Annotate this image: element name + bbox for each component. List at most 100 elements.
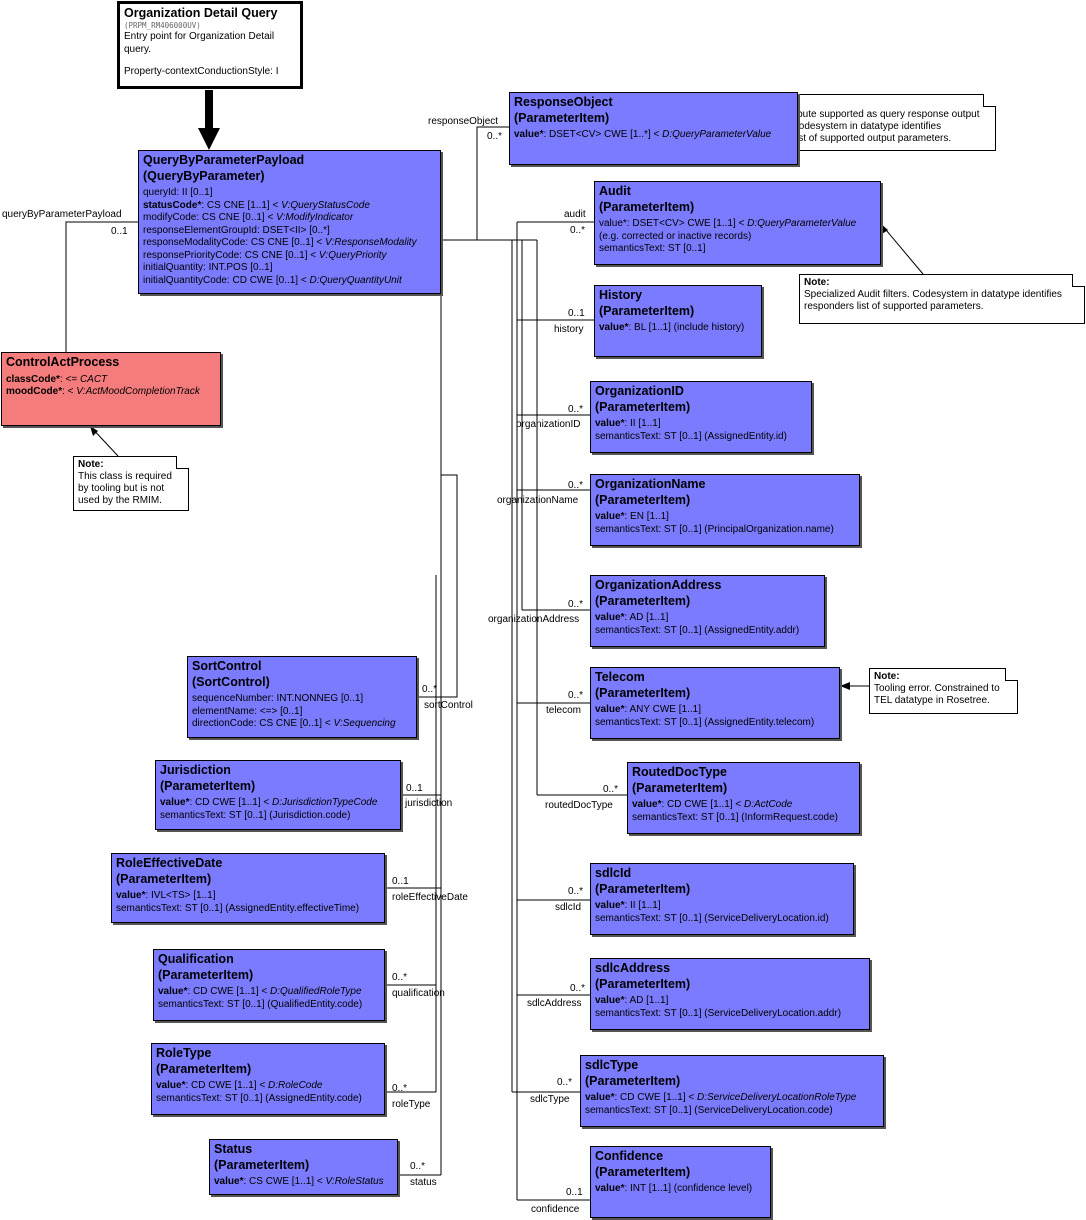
- telecom-class: Telecom (ParameterItem) value*: ANY CWE …: [590, 667, 840, 739]
- attribute-list: value*: CD CWE [1..1] < D:QualifiedRoleT…: [158, 986, 380, 1011]
- note-control-act: Note: This class is required by tooling …: [73, 456, 189, 511]
- role-label: telecom: [546, 705, 582, 716]
- class-type: (ParameterItem): [595, 399, 691, 414]
- attribute-list: value*: CD CWE [1..1] < D:RoleCode seman…: [156, 1080, 380, 1105]
- role-label: status: [410, 1177, 437, 1188]
- role-label: sdlcId: [555, 902, 582, 913]
- attribute-list: value*: CD CWE [1..1] < D:ServiceDeliver…: [585, 1092, 879, 1117]
- class-name: Status: [214, 1142, 253, 1156]
- control-act-process-class: ControlActProcess classCode*: <= CACT mo…: [1, 352, 221, 426]
- class-name: Jurisdiction: [160, 763, 231, 777]
- class-name: QueryByParameterPayload: [143, 153, 305, 167]
- attribute: semanticsText: ST [0..1] (QualifiedEntit…: [158, 998, 363, 1010]
- attribute: value*: BL [1..1] (include history): [599, 322, 745, 333]
- confidence-class: Confidence (ParameterItem) value*: INT […: [590, 1146, 771, 1218]
- attribute: semanticsText: ST [0..1] (AssignedEntity…: [595, 716, 815, 728]
- class-name: RoleType: [156, 1046, 212, 1060]
- cardinality-label: 0..*: [568, 404, 584, 415]
- organization-id-class: OrganizationID (ParameterItem) value*: I…: [590, 381, 812, 453]
- cardinality-label: 0..*: [392, 1083, 408, 1094]
- attribute-list: value*: DSET<CV> CWE [1..*] < D:QueryPar…: [514, 129, 793, 142]
- cardinality-label: 0..1: [566, 1187, 583, 1198]
- attribute: value*: DSET<CV> CWE [1..1] < D:QueryPar…: [599, 218, 857, 229]
- attribute: initialQuantity: INT.POS [0..1]: [143, 262, 273, 273]
- attribute: semanticsText: ST [0..1] (AssignedEntity…: [595, 624, 800, 636]
- organization-address-class: OrganizationAddress (ParameterItem) valu…: [590, 575, 825, 647]
- class-name: ResponseObject: [514, 95, 613, 109]
- class-type: (QueryByParameter): [143, 168, 265, 183]
- attribute-list: value*: CD CWE [1..1] < D:ActCode semant…: [632, 799, 855, 824]
- attribute: statusCode*: CS CNE [1..1] < V:QueryStat…: [143, 199, 370, 211]
- class-name: sdlcAddress: [595, 961, 671, 975]
- attribute-list: value*: INT [1..1] (confidence level): [595, 1183, 766, 1196]
- history-class: History (ParameterItem) value*: BL [1..1…: [594, 285, 762, 357]
- attribute: semanticsText: ST [0..1] (PrincipalOrgan…: [595, 523, 834, 535]
- cardinality-label: 0..*: [410, 1161, 426, 1172]
- attribute: value*: CD CWE [1..1] < D:ServiceDeliver…: [585, 1092, 857, 1103]
- note-telecom: Note: Tooling error. Constrained to TEL …: [869, 668, 1018, 714]
- attribute-list: value*: BL [1..1] (include history): [599, 322, 757, 335]
- class-type: (ParameterItem): [158, 967, 254, 982]
- attribute-list: queryId: II [0..1] statusCode*: CS CNE […: [143, 187, 436, 287]
- cardinality-label: 0..*: [568, 480, 584, 491]
- class-type: (ParameterItem): [599, 199, 695, 214]
- class-type: (ParameterItem): [595, 492, 691, 507]
- attribute: directionCode: CS CNE [0..1] < V:Sequenc…: [192, 718, 396, 729]
- attribute: semanticsText: ST [0..1] (ServiceDeliver…: [595, 912, 829, 924]
- role-label: history: [554, 324, 584, 335]
- cardinality-label: 0..*: [392, 972, 408, 983]
- role-label: queryByParameterPayload: [2, 209, 122, 220]
- class-type: (ParameterItem): [160, 778, 256, 793]
- attribute-list: classCode*: <= CACT moodCode*: < V:ActMo…: [6, 374, 216, 399]
- attribute: value*: CS CWE [1..1] < V:RoleStatus: [214, 1176, 384, 1187]
- attribute: value*: CD CWE [1..1] < D:QualifiedRoleT…: [158, 986, 362, 997]
- class-name: SortControl: [192, 659, 262, 673]
- class-name: Audit: [599, 184, 631, 198]
- status-class: Status (ParameterItem) value*: CS CWE [1…: [209, 1139, 398, 1195]
- attribute: semanticsText: ST [0..1] (Jurisdiction.c…: [160, 809, 351, 821]
- attribute: value*: CD CWE [1..1] < D:JurisdictionTy…: [160, 797, 378, 808]
- class-name: OrganizationAddress: [595, 578, 722, 592]
- attribute-list: sequenceNumber: INT.NONNEG [0..1] elemen…: [192, 693, 412, 731]
- role-effective-date-class: RoleEffectiveDate (ParameterItem) value*…: [111, 853, 385, 923]
- attribute: semanticsText: ST [0..1]: [599, 243, 706, 254]
- attribute: modifyCode: CS CNE [0..1] < V:ModifyIndi…: [143, 212, 354, 223]
- attribute: responseElementGroupId: DSET<II> [0..*]: [143, 224, 330, 236]
- role-label: roleType: [392, 1099, 431, 1110]
- role-label: audit: [564, 209, 586, 220]
- attribute: value*: AD [1..1]: [595, 995, 669, 1006]
- class-type: (ParameterItem): [595, 976, 691, 991]
- cardinality-label: 0..1: [568, 308, 585, 319]
- attribute: value*: II [1..1]: [595, 418, 661, 429]
- class-type: (ParameterItem): [585, 1073, 681, 1088]
- note-text: Tooling error. Constrained to TEL dataty…: [874, 683, 1000, 706]
- cardinality-label: 0..*: [603, 784, 619, 795]
- audit-class: Audit (ParameterItem) value*: DSET<CV> C…: [594, 181, 881, 265]
- role-label: qualification: [392, 988, 445, 999]
- class-type: (ParameterItem): [214, 1157, 310, 1172]
- sdlc-id-class: sdlcId (ParameterItem) value*: II [1..1]…: [590, 863, 854, 935]
- attribute: semanticsText: ST [0..1] (InformRequest.…: [632, 811, 839, 823]
- attribute: initialQuantityCode: CD CWE [0..1] < D:Q…: [143, 274, 402, 286]
- attribute: semanticsText: ST [0..1] (AssignedEntity…: [595, 430, 787, 442]
- attribute: semanticsText: ST [0..1] (ServiceDeliver…: [585, 1104, 833, 1116]
- class-name: ControlActProcess: [6, 355, 120, 369]
- attribute-list: value*: EN [1..1] semanticsText: ST [0..…: [595, 511, 855, 536]
- attribute-list: value*: II [1..1] semanticsText: ST [0..…: [595, 418, 807, 443]
- role-label: confidence: [531, 1204, 580, 1215]
- class-name: Telecom: [595, 670, 645, 684]
- response-object-class: ResponseObject (ParameterItem) value*: D…: [509, 92, 798, 165]
- cardinality-label: 0..*: [568, 886, 584, 897]
- attribute-list: value*: AD [1..1] semanticsText: ST [0..…: [595, 995, 865, 1020]
- role-type-class: RoleType (ParameterItem) value*: CD CWE …: [151, 1043, 385, 1115]
- role-label: organizationAddress: [488, 614, 580, 625]
- cardinality-label: 0..*: [570, 983, 586, 994]
- entry-title: Organization Detail Query: [124, 6, 278, 20]
- class-type: (ParameterItem): [632, 780, 728, 795]
- attribute: semanticsText: ST [0..1] (AssignedEntity…: [156, 1092, 362, 1104]
- attribute: value*: ANY CWE [1..1]: [595, 704, 701, 715]
- class-type: (ParameterItem): [156, 1061, 252, 1076]
- class-type: (ParameterItem): [116, 871, 212, 886]
